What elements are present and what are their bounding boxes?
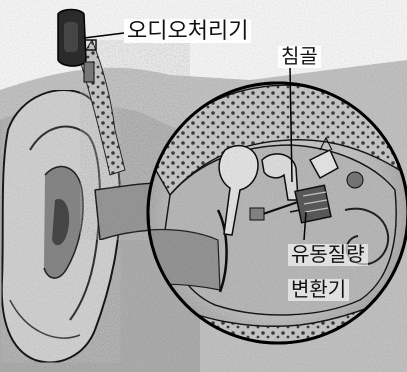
fmt-label-line1: 유동질량 [288,244,368,266]
fmt-label-line2: 변환기 [288,279,349,301]
incus-label: 침골 [278,46,321,68]
audio-processor-label: 오디오처리기 [124,19,251,43]
